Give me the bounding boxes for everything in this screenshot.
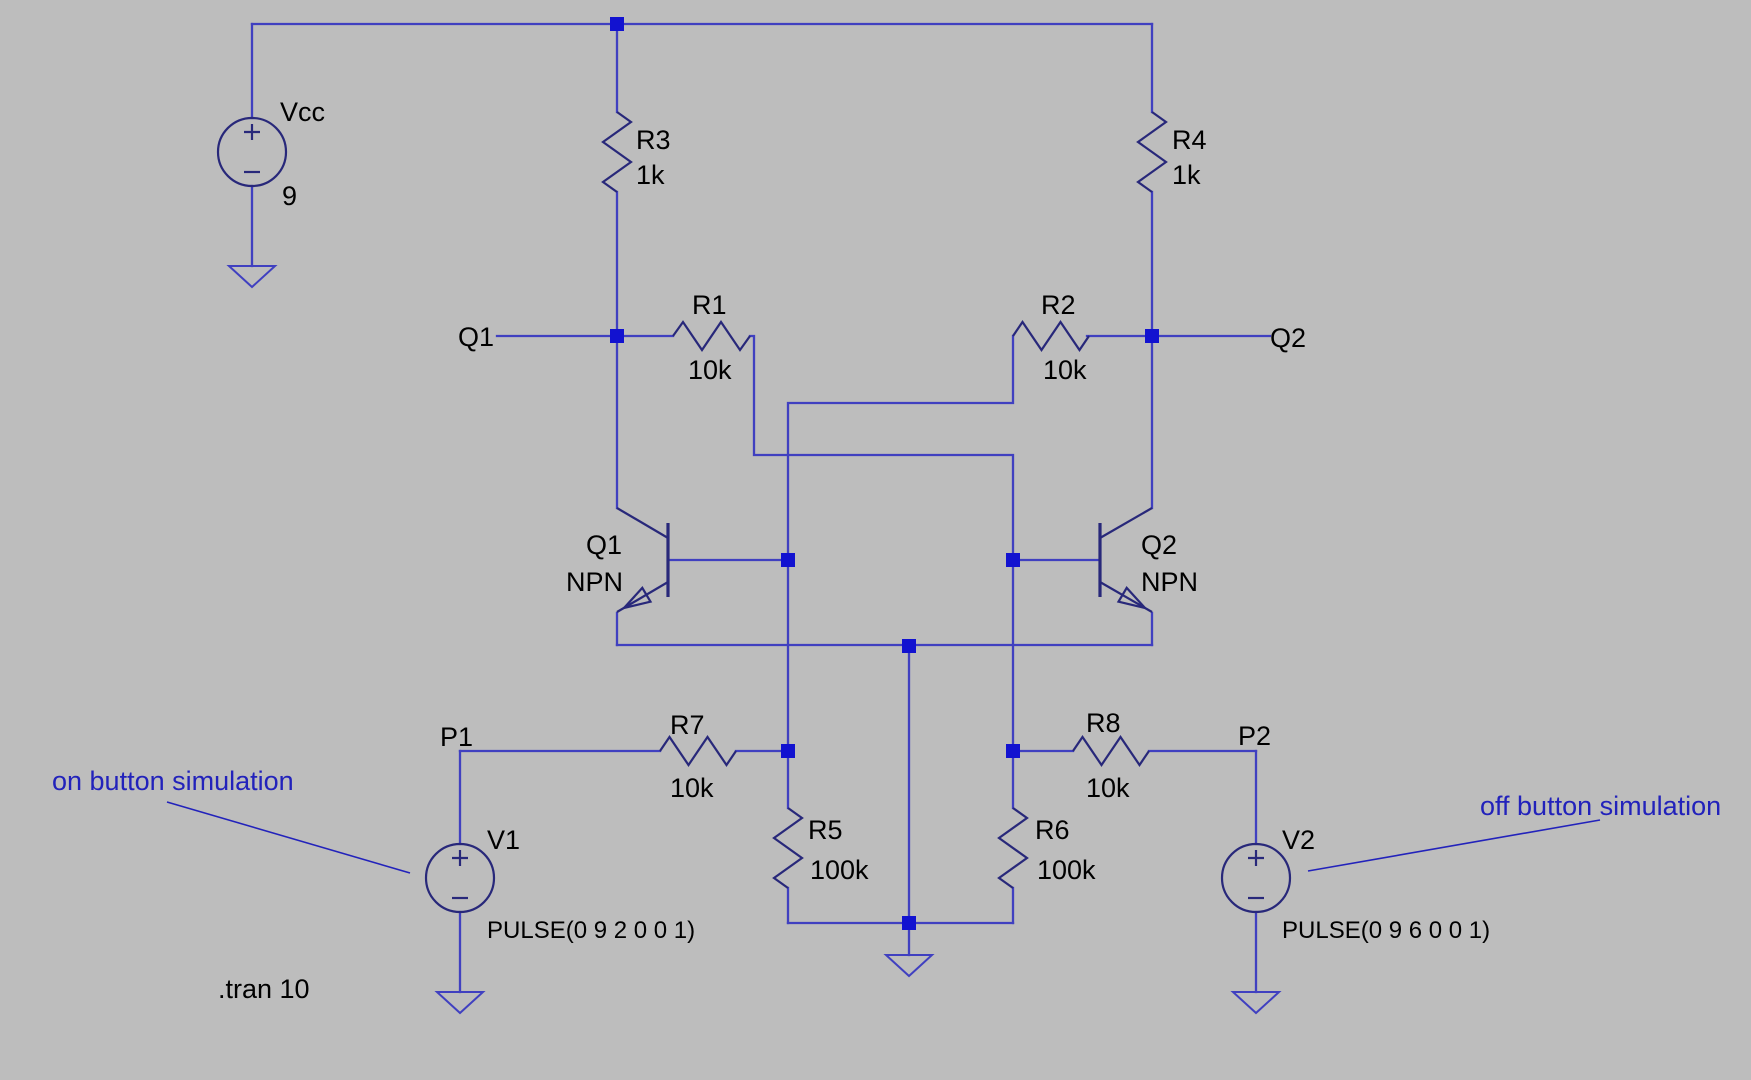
annotation-on-button[interactable]: on button simulation: [52, 766, 294, 796]
v1-name-label[interactable]: V1: [487, 825, 520, 855]
transistor-q1[interactable]: [616, 507, 670, 613]
resistor-r4[interactable]: [1136, 111, 1168, 193]
voltage-source-v1[interactable]: [424, 842, 496, 914]
net-label-out-left[interactable]: Q1: [458, 322, 494, 352]
spice-directive[interactable]: .tran 10: [218, 974, 310, 1004]
resistor-r2[interactable]: [1012, 320, 1090, 352]
source-circle[interactable]: [424, 842, 496, 914]
r4-value-label[interactable]: 1k: [1172, 160, 1201, 190]
source-circle[interactable]: [216, 116, 288, 188]
resistor-body[interactable]: [672, 320, 751, 352]
r8-name-label[interactable]: R8: [1086, 708, 1121, 738]
resistor-body[interactable]: [1012, 320, 1090, 352]
annotation-off-button[interactable]: off button simulation: [1480, 791, 1721, 821]
r3-value-label[interactable]: 1k: [636, 160, 665, 190]
ground-icon-v1[interactable]: [434, 991, 486, 1015]
junction-dot: [902, 639, 916, 653]
resistor-body[interactable]: [1072, 735, 1150, 767]
r2-value-label[interactable]: 10k: [1043, 355, 1087, 385]
wires: [250, 22, 1272, 994]
resistor-r6[interactable]: [997, 807, 1029, 889]
r5-name-label[interactable]: R5: [808, 815, 843, 845]
junction-dot: [610, 329, 624, 343]
r1-name-label[interactable]: R1: [692, 290, 727, 320]
junctions: [610, 17, 1159, 930]
v2-value-label[interactable]: PULSE(0 9 6 0 0 1): [1282, 917, 1490, 944]
voltage-source-v2[interactable]: [1220, 842, 1292, 914]
leader-line-on: [166, 801, 411, 874]
collector-lead[interactable]: [616, 507, 669, 539]
plus-icon: [1248, 850, 1264, 866]
r3-name-label[interactable]: R3: [636, 125, 671, 155]
q2-name-label[interactable]: Q2: [1141, 530, 1177, 560]
v2-name-label[interactable]: V2: [1282, 825, 1315, 855]
junction-dot: [781, 553, 795, 567]
junction-dot: [1006, 553, 1020, 567]
net-label-p2[interactable]: P2: [1238, 721, 1271, 751]
resistor-r7[interactable]: [659, 735, 737, 767]
r6-value-label[interactable]: 100k: [1037, 855, 1096, 885]
voltage-source-vcc[interactable]: [216, 116, 288, 188]
resistor-body[interactable]: [772, 807, 804, 889]
r7-name-label[interactable]: R7: [670, 710, 705, 740]
q2-type-label[interactable]: NPN: [1141, 567, 1198, 597]
emitter-arrow-icon: [620, 586, 653, 610]
plus-icon: [452, 850, 468, 866]
collector-lead[interactable]: [1099, 507, 1153, 539]
net-label-p1[interactable]: P1: [440, 722, 473, 752]
source-circle[interactable]: [1220, 842, 1292, 914]
wire-crosscouple-a[interactable]: [748, 334, 1015, 810]
v1-value-label[interactable]: PULSE(0 9 2 0 0 1): [487, 917, 695, 944]
transistor-q2[interactable]: [1098, 507, 1153, 613]
vcc-name-label[interactable]: Vcc: [280, 97, 325, 127]
ground-icon-vcc[interactable]: [226, 265, 278, 289]
emitter-arrow-icon: [1116, 586, 1149, 610]
net-label-out-right[interactable]: Q2: [1270, 323, 1306, 353]
junction-dot: [610, 17, 624, 31]
r8-value-label[interactable]: 10k: [1086, 773, 1130, 803]
r2-name-label[interactable]: R2: [1041, 290, 1076, 320]
resistor-r5[interactable]: [772, 807, 804, 889]
ground-icon-v2[interactable]: [1230, 991, 1282, 1015]
vcc-value-label[interactable]: 9: [282, 181, 297, 211]
r1-value-label[interactable]: 10k: [688, 355, 732, 385]
q1-name-label[interactable]: Q1: [586, 530, 622, 560]
junction-dot: [781, 744, 795, 758]
resistor-r8[interactable]: [1072, 735, 1150, 767]
leader-line-off: [1307, 819, 1601, 872]
resistor-r1[interactable]: [672, 320, 751, 352]
wire-crosscouple-b[interactable]: [786, 334, 1015, 810]
r7-value-label[interactable]: 10k: [670, 773, 714, 803]
resistor-body[interactable]: [997, 807, 1029, 889]
junction-dot: [1145, 329, 1159, 343]
r5-value-label[interactable]: 100k: [810, 855, 869, 885]
q1-type-label[interactable]: NPN: [566, 567, 623, 597]
resistor-body[interactable]: [601, 111, 633, 193]
resistor-r3[interactable]: [601, 111, 633, 193]
resistor-body[interactable]: [1136, 111, 1168, 193]
r6-name-label[interactable]: R6: [1035, 815, 1070, 845]
ground-icon-center[interactable]: [883, 954, 935, 978]
junction-dot: [902, 916, 916, 930]
plus-icon: [244, 124, 260, 140]
r4-name-label[interactable]: R4: [1172, 125, 1207, 155]
resistor-body[interactable]: [659, 735, 737, 767]
junction-dot: [1006, 744, 1020, 758]
